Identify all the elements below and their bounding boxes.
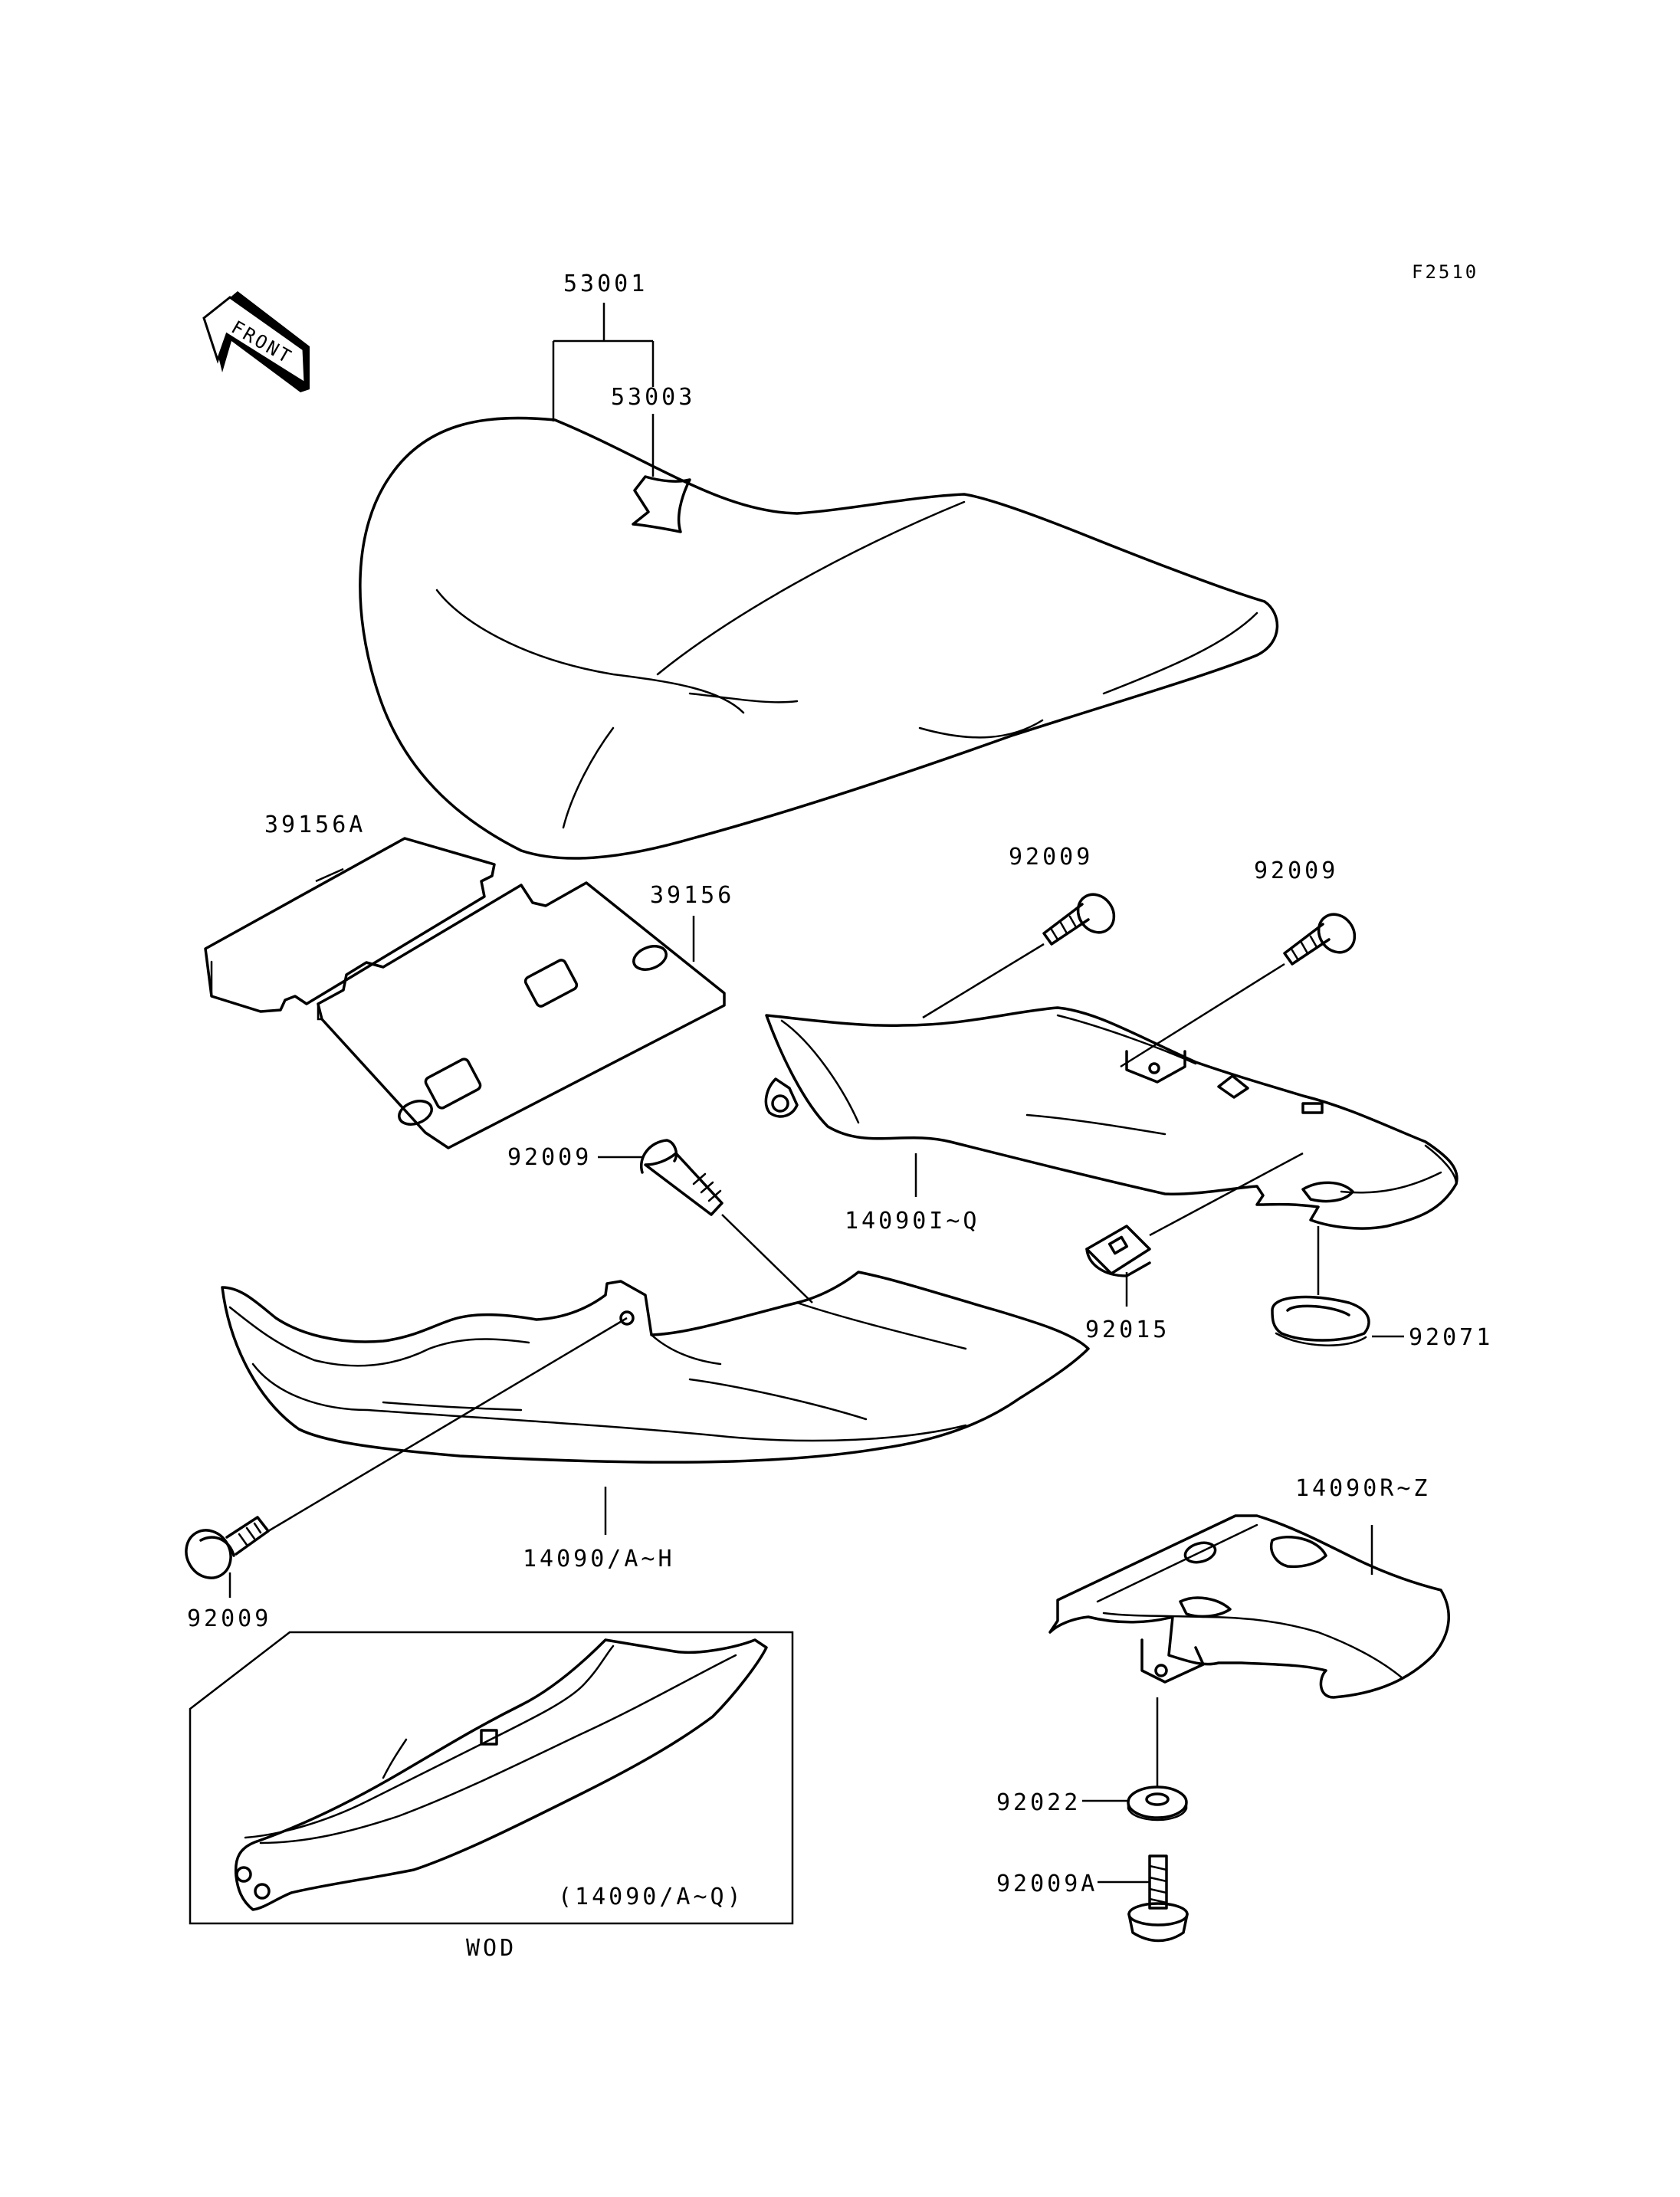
pad-39156a-drawing: [204, 837, 496, 1013]
bolt-mid-icon: [640, 1139, 724, 1216]
label-14090-a-h: 14090/A~H: [523, 1546, 675, 1572]
clip-nut-icon: [1085, 1225, 1151, 1277]
label-39156a: 39156A: [264, 812, 366, 838]
label-92009-top-left: 92009: [1009, 844, 1093, 871]
inset-caption: WOD: [466, 1935, 517, 1962]
cover-left-drawing: [221, 1271, 1090, 1464]
rear-cover-drawing: [1048, 1514, 1450, 1699]
label-14090i-q: 14090I~Q: [845, 1208, 980, 1235]
inset-cover-drawing: [234, 1638, 768, 1911]
seat-leader: [552, 303, 655, 477]
label-14090r-z: 14090R~Z: [1295, 1475, 1431, 1502]
label-92071: 92071: [1409, 1324, 1493, 1351]
label-92015: 92015: [1085, 1317, 1170, 1343]
label-92009-top-right: 92009: [1254, 857, 1338, 884]
seat-label-sticker: [632, 475, 691, 533]
label-53001: 53001: [563, 271, 648, 297]
label-92009-mid: 92009: [507, 1144, 592, 1171]
front-arrow-icon: FRONT: [202, 291, 310, 392]
inset-note: (14090/A~Q): [558, 1884, 744, 1910]
label-53003: 53003: [611, 384, 695, 411]
bolt-a-icon: [1127, 1854, 1189, 1943]
bolt-top-left-icon: [1042, 893, 1116, 946]
figure-id: F2510: [1412, 261, 1478, 283]
seat-drawing: [359, 416, 1279, 860]
label-92022: 92022: [996, 1789, 1081, 1816]
label-39156: 39156: [650, 882, 734, 909]
cover-right-drawing: [764, 1006, 1459, 1230]
bolt-top-right-icon: [1283, 913, 1357, 966]
bolt-lower-icon: [185, 1516, 270, 1579]
grommet-icon: [1271, 1295, 1370, 1346]
pad-39156-drawing: [317, 881, 726, 1149]
washer-icon: [1127, 1785, 1188, 1822]
inset-frame: [189, 1631, 794, 1925]
label-92009-lower: 92009: [187, 1605, 271, 1632]
label-92009a: 92009A: [996, 1871, 1098, 1897]
